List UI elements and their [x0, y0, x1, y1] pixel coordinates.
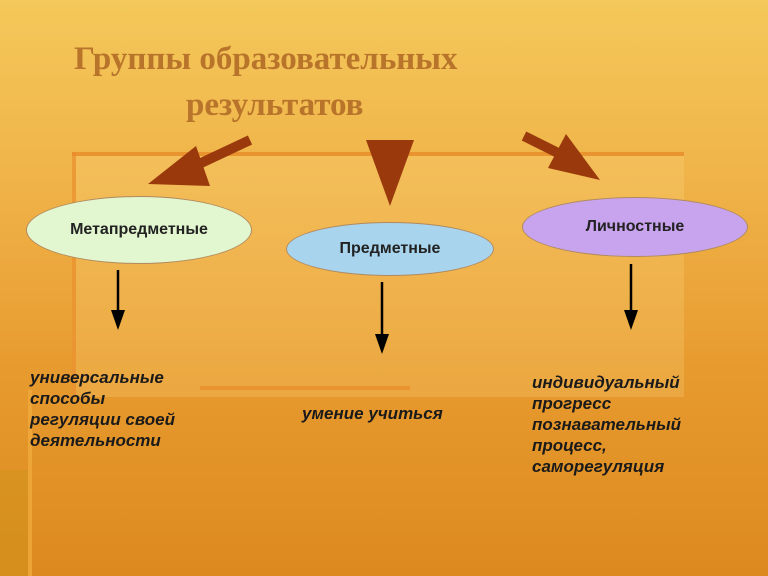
description-line: деятельности	[30, 431, 161, 450]
description-line: индивидуальный	[532, 373, 680, 392]
description-line: познавательный	[532, 415, 682, 434]
description-personal: индивидуальный прогресс познавательный п…	[532, 372, 762, 477]
description-line: регуляции своей	[30, 410, 175, 429]
small-arrow-pred	[375, 282, 389, 354]
big-arrow-left	[148, 135, 253, 186]
group-metasubject: Метапредметные	[26, 196, 252, 264]
group-personal: Личностные	[522, 197, 748, 257]
small-arrow-meta	[111, 270, 125, 330]
title-line-2: результатов	[186, 87, 364, 123]
big-arrow-right	[521, 131, 600, 180]
description-metasubject: универсальные способы регуляции своей де…	[30, 367, 270, 451]
description-subject: умение учиться	[302, 403, 522, 424]
description-line: способы	[30, 389, 106, 408]
decorative-line	[200, 386, 410, 390]
group-subject: Предметные	[286, 222, 494, 276]
decorative-line	[72, 152, 76, 397]
big-arrow-center	[366, 140, 414, 206]
description-line: универсальные	[30, 368, 164, 387]
description-line: умение учиться	[302, 404, 443, 423]
decorative-panel	[0, 470, 28, 576]
page-title: Группы образовательных результатов	[0, 36, 768, 128]
small-arrow-lich	[624, 264, 638, 330]
description-line: саморегуляция	[532, 457, 665, 476]
group-label: Метапредметные	[70, 221, 208, 238]
title-line-1: Группы образовательных	[74, 41, 458, 77]
description-line: процесс,	[532, 436, 607, 455]
group-label: Личностные	[585, 218, 685, 235]
description-line: прогресс	[532, 394, 612, 413]
group-label: Предметные	[339, 240, 441, 257]
decorative-line	[28, 390, 32, 576]
